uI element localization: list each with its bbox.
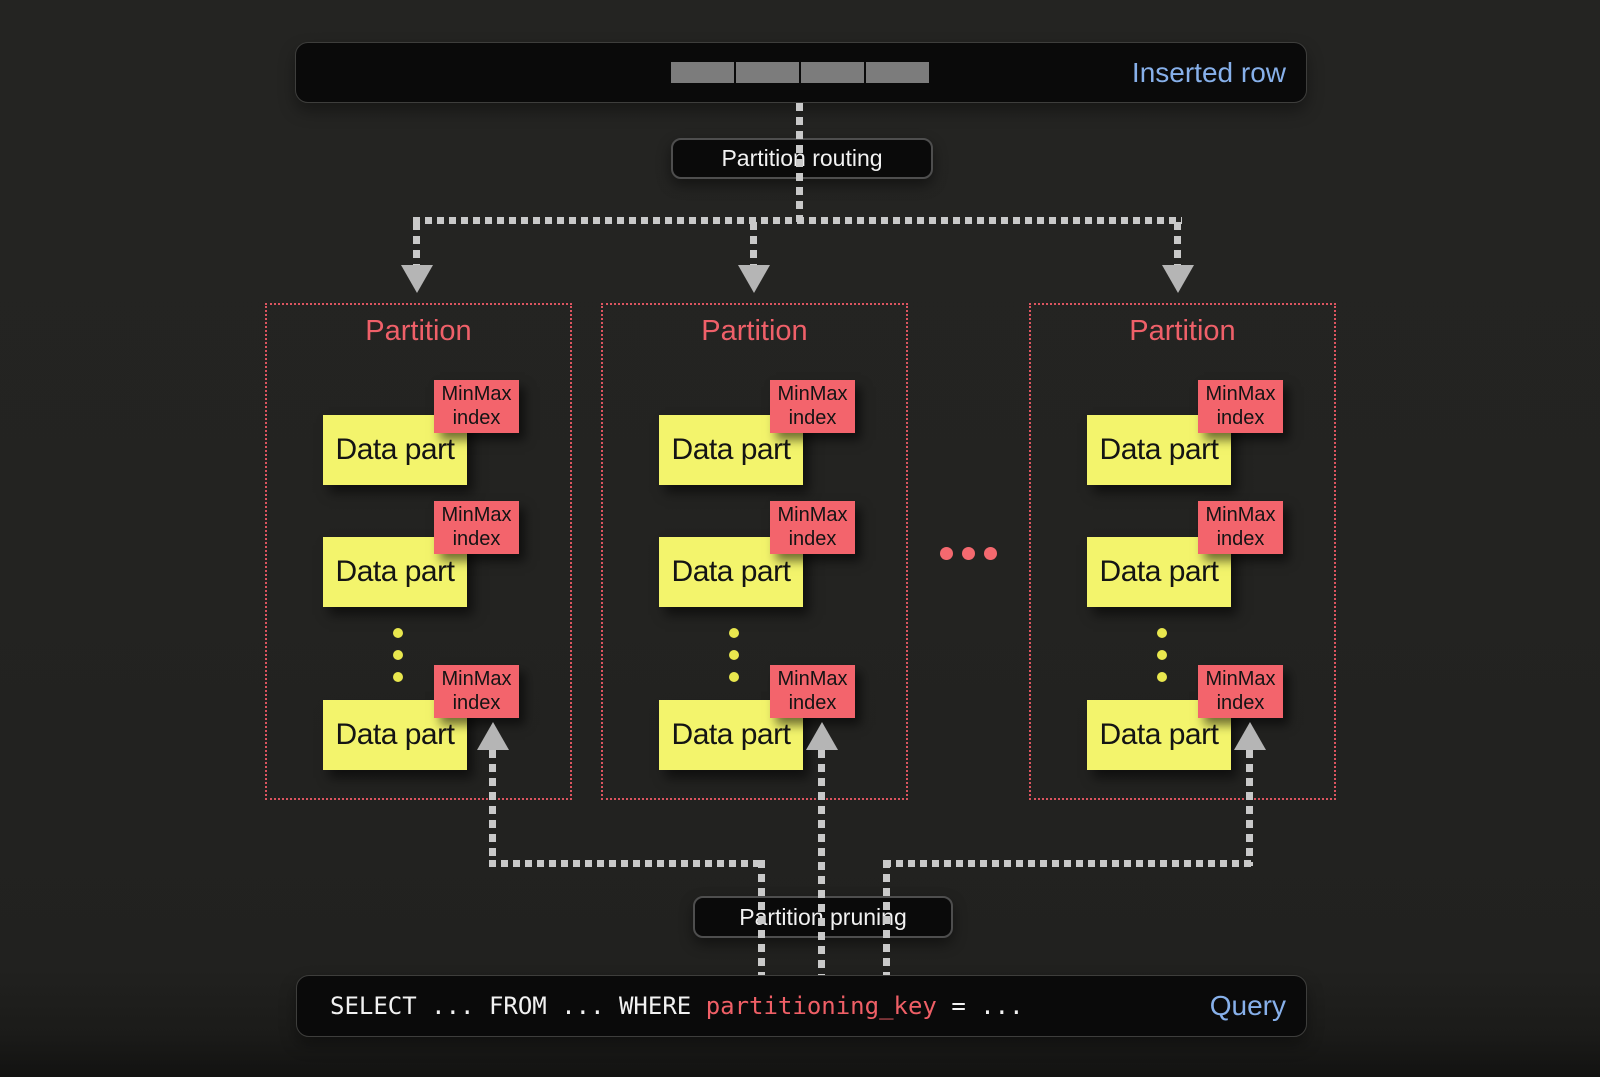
more-partitions-ellipsis-icon	[962, 547, 975, 560]
pruning-line-left-down	[758, 860, 765, 975]
fanout-drop-line-middle	[750, 222, 757, 267]
more-parts-dot	[729, 650, 739, 660]
arrow-up-icon	[1234, 722, 1266, 750]
data-part-block: Data part	[323, 415, 467, 485]
partition-box-1: Partition MinMax index Data part MinMax …	[265, 303, 572, 800]
more-parts-dot	[729, 628, 739, 638]
row-cell	[671, 62, 734, 83]
pruning-line-right-down	[883, 860, 890, 975]
query-label: Query	[1209, 990, 1286, 1021]
inserted-row-cells	[671, 62, 929, 83]
pruning-line-left-horizontal	[489, 860, 765, 867]
minmax-index-badge: MinMax index	[434, 665, 519, 718]
arrow-down-icon	[738, 265, 770, 293]
routing-connector-line	[796, 103, 803, 222]
minmax-index-badge: MinMax index	[1198, 380, 1283, 433]
pruning-line-right-horizontal	[884, 860, 1253, 867]
minmax-index-badge: MinMax index	[770, 380, 855, 433]
more-partitions-ellipsis-icon	[984, 547, 997, 560]
arrow-down-icon	[1162, 265, 1194, 293]
partition-title: Partition	[701, 315, 808, 347]
sql-partitioning-key: partitioning_key	[705, 992, 937, 1020]
arrow-up-icon	[477, 722, 509, 750]
sql-text: SELECT ... FROM ... WHERE	[330, 992, 706, 1020]
inserted-row-bar: Inserted row	[295, 42, 1307, 103]
minmax-index-badge: MinMax index	[1198, 501, 1283, 554]
more-parts-dot	[393, 628, 403, 638]
partition-box-2: Partition MinMax index Data part MinMax …	[601, 303, 908, 800]
inserted-row-label: Inserted row	[1131, 56, 1286, 88]
more-partitions-ellipsis-icon	[940, 547, 953, 560]
arrow-down-icon	[401, 265, 433, 293]
minmax-index-badge: MinMax index	[434, 380, 519, 433]
row-cell	[736, 62, 799, 83]
more-parts-dot	[729, 672, 739, 682]
minmax-index-badge: MinMax index	[770, 665, 855, 718]
minmax-index-badge: MinMax index	[770, 501, 855, 554]
more-parts-dot	[1157, 628, 1167, 638]
more-parts-dot	[1157, 672, 1167, 682]
partition-title: Partition	[1129, 315, 1236, 347]
row-cell	[801, 62, 864, 83]
more-parts-dot	[1157, 650, 1167, 660]
minmax-index-badge: MinMax index	[1198, 665, 1283, 718]
sql-statement: SELECT ... FROM ... WHERE partitioning_k…	[330, 992, 1024, 1020]
fanout-drop-line-right	[1174, 222, 1181, 267]
partition-box-3: Partition MinMax index Data part MinMax …	[1029, 303, 1336, 800]
query-bar: SELECT ... FROM ... WHERE partitioning_k…	[296, 975, 1307, 1037]
row-cell	[866, 62, 929, 83]
pruning-line-left-up	[489, 750, 496, 867]
partition-title: Partition	[365, 315, 472, 347]
fanout-line	[413, 217, 1182, 224]
more-parts-dot	[393, 672, 403, 682]
fanout-drop-line-left	[413, 222, 420, 267]
pruning-line-middle	[818, 750, 825, 975]
minmax-index-badge: MinMax index	[434, 501, 519, 554]
pruning-line-right-up	[1246, 750, 1253, 866]
more-parts-dot	[393, 650, 403, 660]
sql-text: = ...	[936, 992, 1024, 1020]
arrow-up-icon	[806, 722, 838, 750]
